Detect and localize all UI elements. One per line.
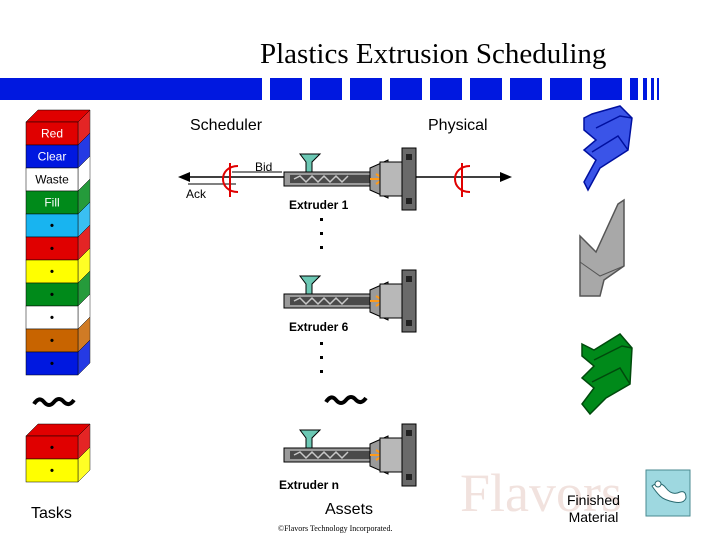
task-block: • [25,316,91,353]
extruder-6-icon [283,269,417,333]
finished-material-label: Finished Material [567,492,620,525]
tasks-label: Tasks [31,505,72,522]
extruder-n-icon [283,423,417,487]
extruder-6-label: Extruder 6 [289,320,349,334]
task-block-label: • [50,242,54,256]
task-block: • [25,270,91,307]
task-block: Waste [25,155,91,192]
task-block: • [25,339,91,376]
green-profile-icon [580,333,633,416]
task-block-label: • [50,357,54,371]
break-mark-icon [32,397,76,407]
task-block-label: • [50,441,54,455]
blue-profile-icon [582,105,633,192]
task-stack-bottom: •• [25,423,91,483]
physical-connector-icon [454,163,471,197]
watermark-text: Flavors [460,463,622,523]
scheduler-label: Scheduler [190,117,263,134]
page-title: Plastics Extrusion Scheduling [260,38,607,70]
assets-label: Assets [325,501,374,518]
extruder-1-icon [283,147,417,211]
task-block-label: Red [41,127,63,141]
task-block-label: • [50,219,54,233]
task-block-label: Waste [35,173,69,187]
task-block: • [25,446,91,483]
task-block: Red [25,109,91,146]
header-band [0,78,659,100]
copyright-text: ©Flavors Technology Incorporated. [278,524,393,533]
task-block: • [25,247,91,284]
bid-label: Bid [255,160,273,174]
task-block-label: Clear [38,150,67,164]
task-block-label: • [50,311,54,325]
gray-profile-icon [579,198,625,297]
task-block-label: • [50,464,54,478]
extruder-1-label: Extruder 1 [289,198,349,212]
ack-label: Ack [186,187,207,201]
task-block: • [25,423,91,460]
ellipsis-dots [320,218,323,373]
task-block: • [25,201,91,238]
task-block-label: • [50,334,54,348]
task-block-label: Fill [44,196,59,210]
task-block-label: • [50,288,54,302]
extruder-n-label: Extruder n [279,478,340,492]
flavors-logo-icon [645,469,691,517]
task-block-label: • [50,265,54,279]
task-block: Fill [25,178,91,215]
physical-label: Physical [428,117,488,134]
scheduler-connector-icon [222,163,239,197]
break-mark-icon [324,395,368,405]
